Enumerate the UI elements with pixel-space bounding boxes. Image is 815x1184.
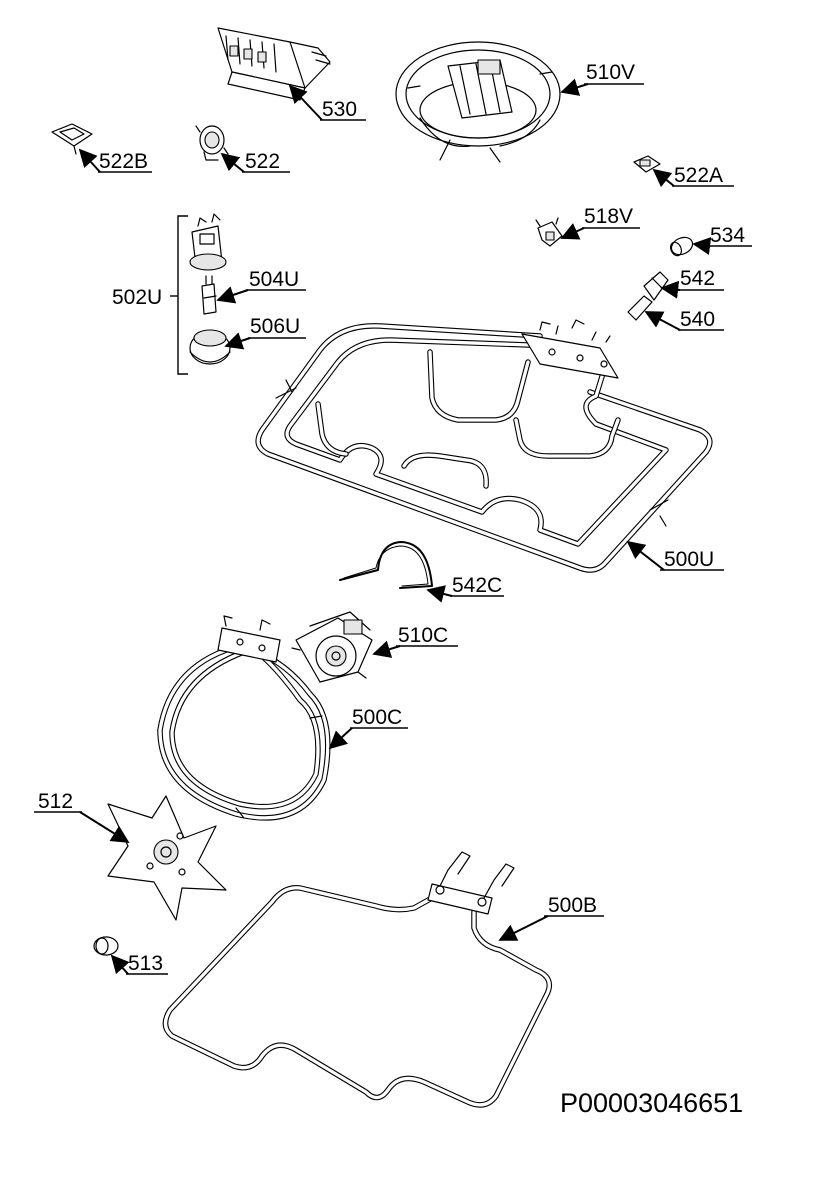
svg-text:510V: 510V xyxy=(586,61,635,84)
svg-text:500U: 500U xyxy=(664,548,714,571)
svg-text:510C: 510C xyxy=(398,624,448,647)
svg-text:502U: 502U xyxy=(112,286,162,309)
fan-blade-512 xyxy=(107,795,227,921)
thermostat-518V xyxy=(535,217,563,247)
knob-cap-506U xyxy=(189,329,231,365)
svg-text:542: 542 xyxy=(680,267,715,290)
fan-motor-510V xyxy=(395,41,561,163)
label-504U: 504U xyxy=(216,268,306,304)
label-512: 512 xyxy=(34,790,130,843)
label-522B: 522B xyxy=(78,148,152,173)
label-542C: 542C xyxy=(426,574,504,603)
label-522: 522 xyxy=(220,150,290,173)
group-bracket-502U: 502U xyxy=(112,215,188,375)
circular-heating-element-500C xyxy=(157,615,331,821)
lamp-cover-542 xyxy=(643,271,669,301)
label-506U: 506U xyxy=(224,315,306,350)
convection-motor-510C xyxy=(291,611,373,683)
svg-text:534: 534 xyxy=(710,224,745,247)
svg-text:512: 512 xyxy=(38,790,73,813)
sensor-522B xyxy=(51,123,93,155)
label-530: 530 xyxy=(288,84,366,121)
svg-text:542C: 542C xyxy=(452,574,502,597)
nut-513 xyxy=(93,936,119,956)
svg-text:522: 522 xyxy=(245,150,280,173)
svg-text:522B: 522B xyxy=(99,150,148,173)
bottom-heating-element-500B xyxy=(162,851,553,1108)
svg-text:504U: 504U xyxy=(249,268,299,291)
svg-text:506U: 506U xyxy=(250,315,300,338)
label-510V: 510V xyxy=(560,61,644,96)
label-540: 540 xyxy=(644,308,724,331)
terminal-block-530 xyxy=(217,27,331,101)
svg-text:500B: 500B xyxy=(548,894,597,917)
knob-502U xyxy=(189,213,227,271)
svg-text:513: 513 xyxy=(128,952,163,975)
svg-text:500C: 500C xyxy=(352,706,402,729)
svg-text:522A: 522A xyxy=(674,164,723,187)
label-500C: 500C xyxy=(328,706,408,750)
label-522A: 522A xyxy=(652,164,734,188)
label-534: 534 xyxy=(692,224,752,255)
upper-heating-element-500U xyxy=(255,319,713,573)
label-518V: 518V xyxy=(560,205,640,240)
label-500B: 500B xyxy=(498,894,604,941)
lamp-holder-540 xyxy=(627,295,653,321)
drawing-code: P00003046651 xyxy=(560,1088,743,1118)
label-513: 513 xyxy=(110,952,168,975)
lamp-534 xyxy=(669,236,694,257)
label-500U: 500U xyxy=(626,540,724,571)
svg-text:540: 540 xyxy=(680,308,715,331)
spindle-504U xyxy=(201,275,217,315)
svg-text:530: 530 xyxy=(322,98,357,121)
label-542: 542 xyxy=(660,267,724,299)
wire-clip-542C xyxy=(339,541,433,589)
thermostat-522 xyxy=(195,125,229,161)
label-510C: 510C xyxy=(372,624,458,658)
sensor-522A xyxy=(633,155,661,173)
svg-text:518V: 518V xyxy=(584,205,633,228)
